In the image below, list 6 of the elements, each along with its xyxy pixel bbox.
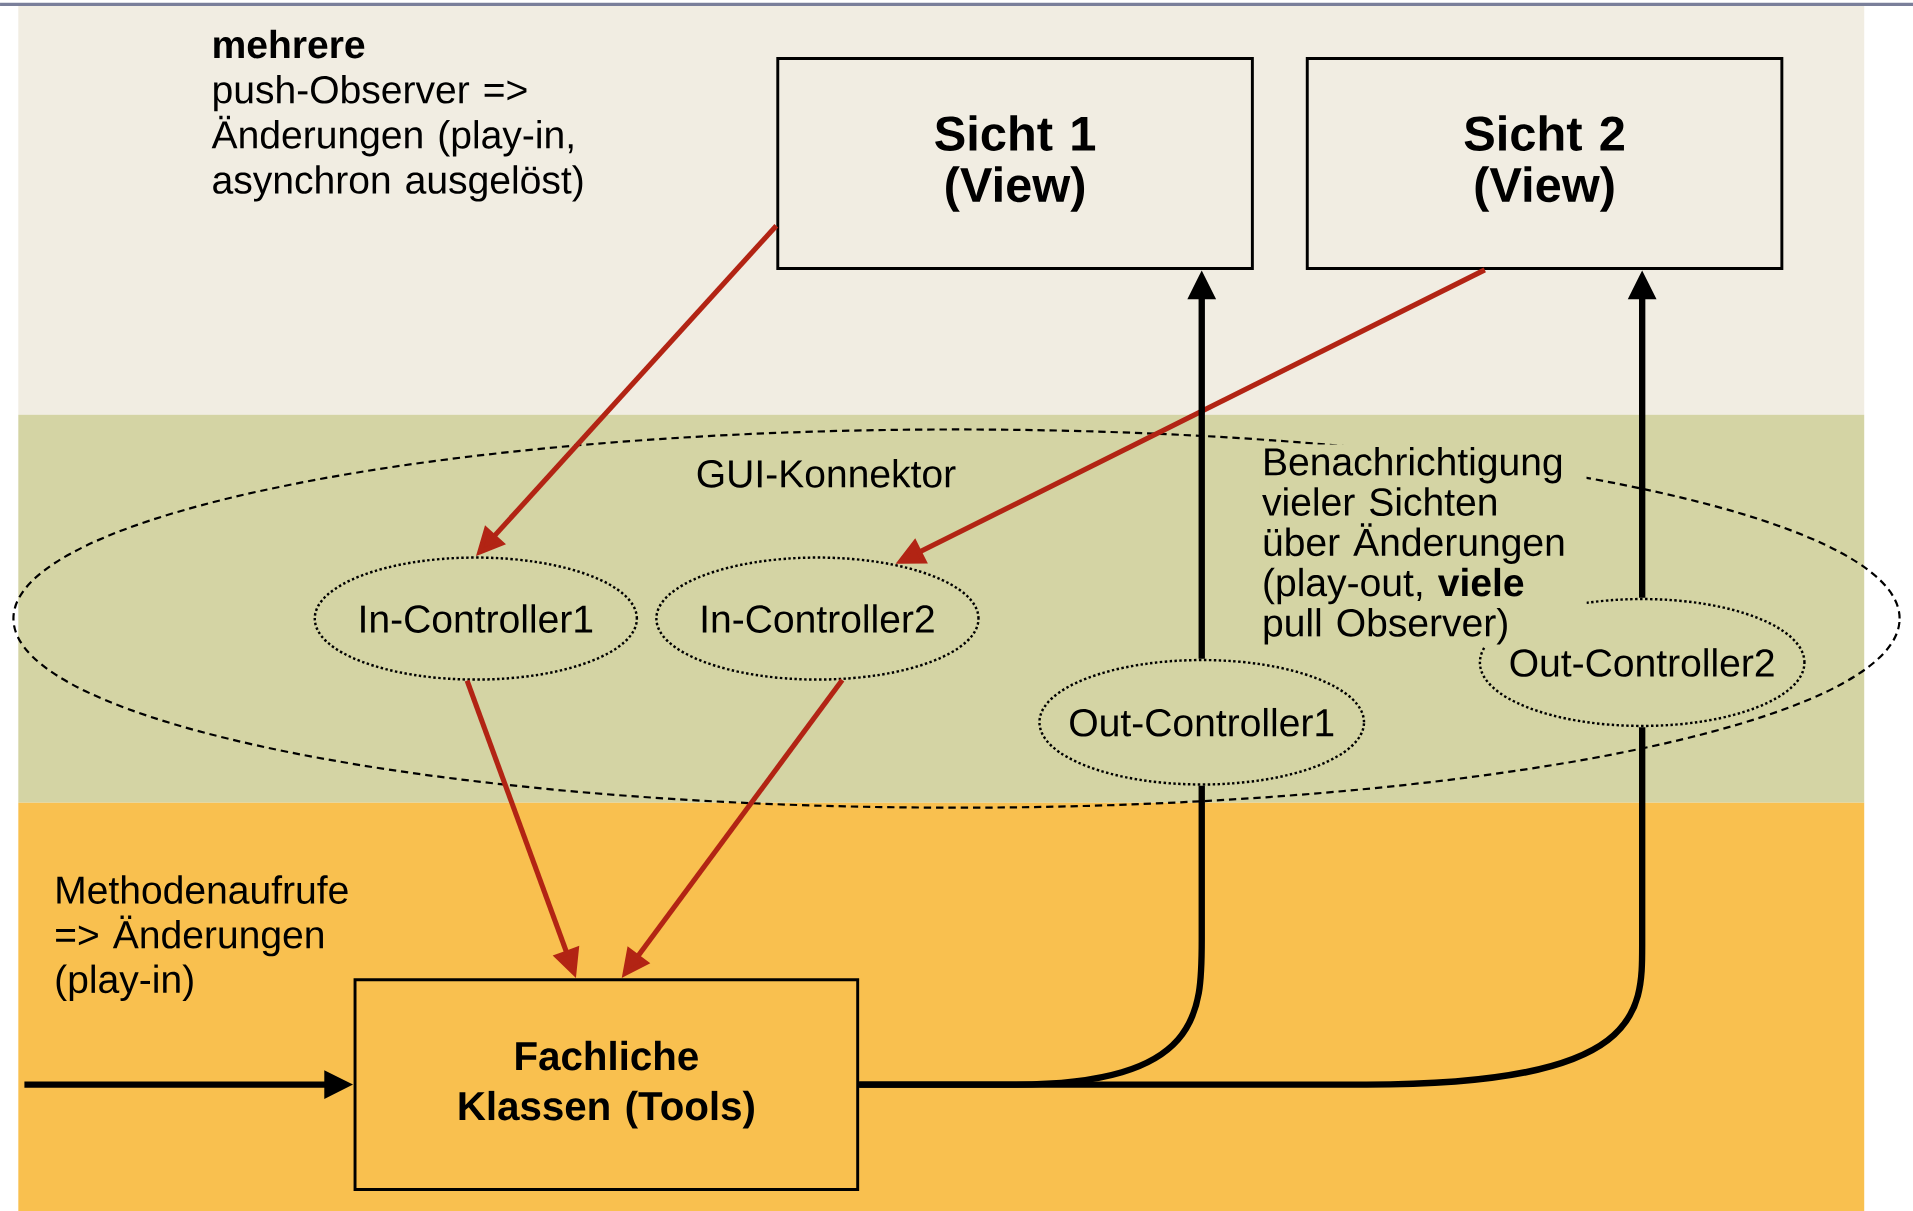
note-text: Methodenaufrufe => Änderungen (play-in) — [56, 875, 348, 1001]
note-text: Benachrichtigung vieler Sichten über Änderungen (play-out, viele pull Observer) — [1259, 444, 1587, 647]
process-box: Sicht 2 (View) — [1305, 56, 1784, 270]
note-text: mehrere push-Observer => Änderungen (play-in, asynchron ausgelöst) — [211, 29, 583, 202]
process-box: Fachliche Klassen (Tools) — [353, 978, 860, 1191]
process-box: Sicht 1 (View) — [776, 56, 1254, 270]
